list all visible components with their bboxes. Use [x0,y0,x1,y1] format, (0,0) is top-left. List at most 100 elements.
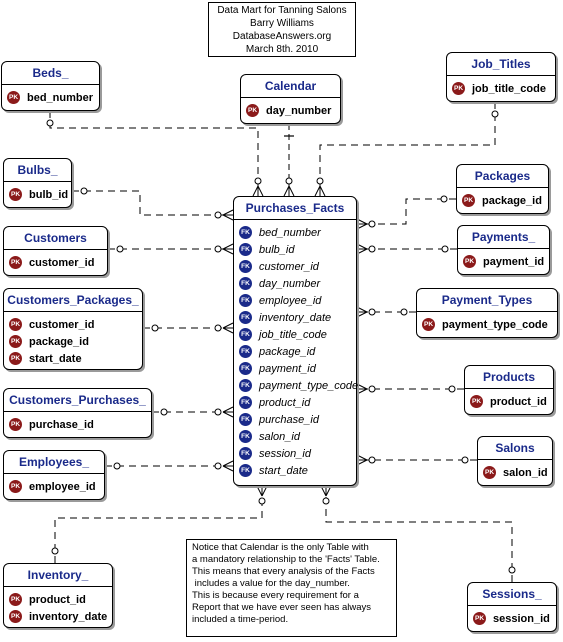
foreign-key-icon: FK [239,345,252,358]
foreign-key-icon: FK [239,294,252,307]
relationship-employees [105,460,234,472]
relationship-calendar [283,124,295,197]
entity-title: Bulbs_ [4,159,71,182]
optional-marker [461,456,469,464]
foreign-key-icon: FK [239,413,252,426]
crows-foot-marker [252,177,264,197]
attribute-name: session_id [259,447,311,460]
primary-key-icon: PK [9,318,22,331]
foreign-key-icon: FK [239,379,252,392]
entity-title: Products [465,366,553,389]
attribute-name: bulb_id [29,188,69,201]
attribute-name: payment_type_code [259,379,359,392]
relationship-line [72,190,233,216]
attribute-name: customer_id [259,260,319,273]
optional-marker [116,245,124,253]
optional-marker [46,119,54,127]
entity-title: Job_Titles [447,53,555,76]
foreign-key-icon: FK [239,260,252,273]
crows-foot-marker [356,218,376,230]
primary-key-icon: PK [9,256,22,269]
relationship-job-titles [314,102,499,197]
crows-foot-marker [214,322,234,334]
crows-foot-marker [214,209,234,221]
primary-key-icon: PK [483,466,496,479]
entity-title: Customers_Purchases_ [4,389,151,412]
attribute-row: FK payment_id [234,360,356,377]
note-line: included a time-period. [192,614,289,625]
primary-key-icon: PK [9,593,22,606]
attribute-name: day_number [259,277,321,290]
calendar-note: Notice that Calendar is the only Table w… [186,539,397,637]
optional-marker [80,187,88,195]
relationship-products [356,383,464,395]
foreign-key-icon: FK [239,311,252,324]
optional-marker [508,566,516,574]
attribute-list: PK purchase_id [4,412,151,433]
entity-title: Beds_ [2,62,99,85]
attribute-name: payment_id [483,255,545,268]
diagram-title-block: Data Mart for Tanning Salons Barry Willi… [208,2,356,57]
attribute-name: package_id [29,335,89,348]
attribute-name: purchase_id [29,418,94,431]
optional-marker [491,110,499,118]
crows-foot-marker [314,177,326,197]
entity-title: Salons [478,437,552,460]
relationship-sessions [320,485,516,582]
entity-customers-purchases[interactable]: Customers_Purchases_ PK purchase_id [3,388,152,438]
entity-title: Employees_ [4,451,104,474]
foreign-key-icon: FK [239,362,252,375]
optional-marker [51,547,59,555]
primary-key-icon: PK [470,395,483,408]
attribute-row: FK payment_type_code [234,377,359,394]
attribute-name: payment_id [259,362,316,375]
primary-key-icon: PK [9,418,22,431]
relationship-line [49,111,259,196]
attribute-name: employee_id [29,480,96,493]
relationship-packages [356,195,456,230]
relationship-customers [108,243,234,255]
entity-title: Purchases_Facts [234,197,356,220]
date-line: March 8th. 2010 [245,44,319,55]
crows-foot-marker [356,306,376,318]
note-line: Report that we have ever seen has always [192,602,372,613]
optional-marker [448,385,456,393]
primary-key-icon: PK [9,610,22,623]
optional-marker [400,308,408,316]
relationship-customers-packages [143,322,234,334]
